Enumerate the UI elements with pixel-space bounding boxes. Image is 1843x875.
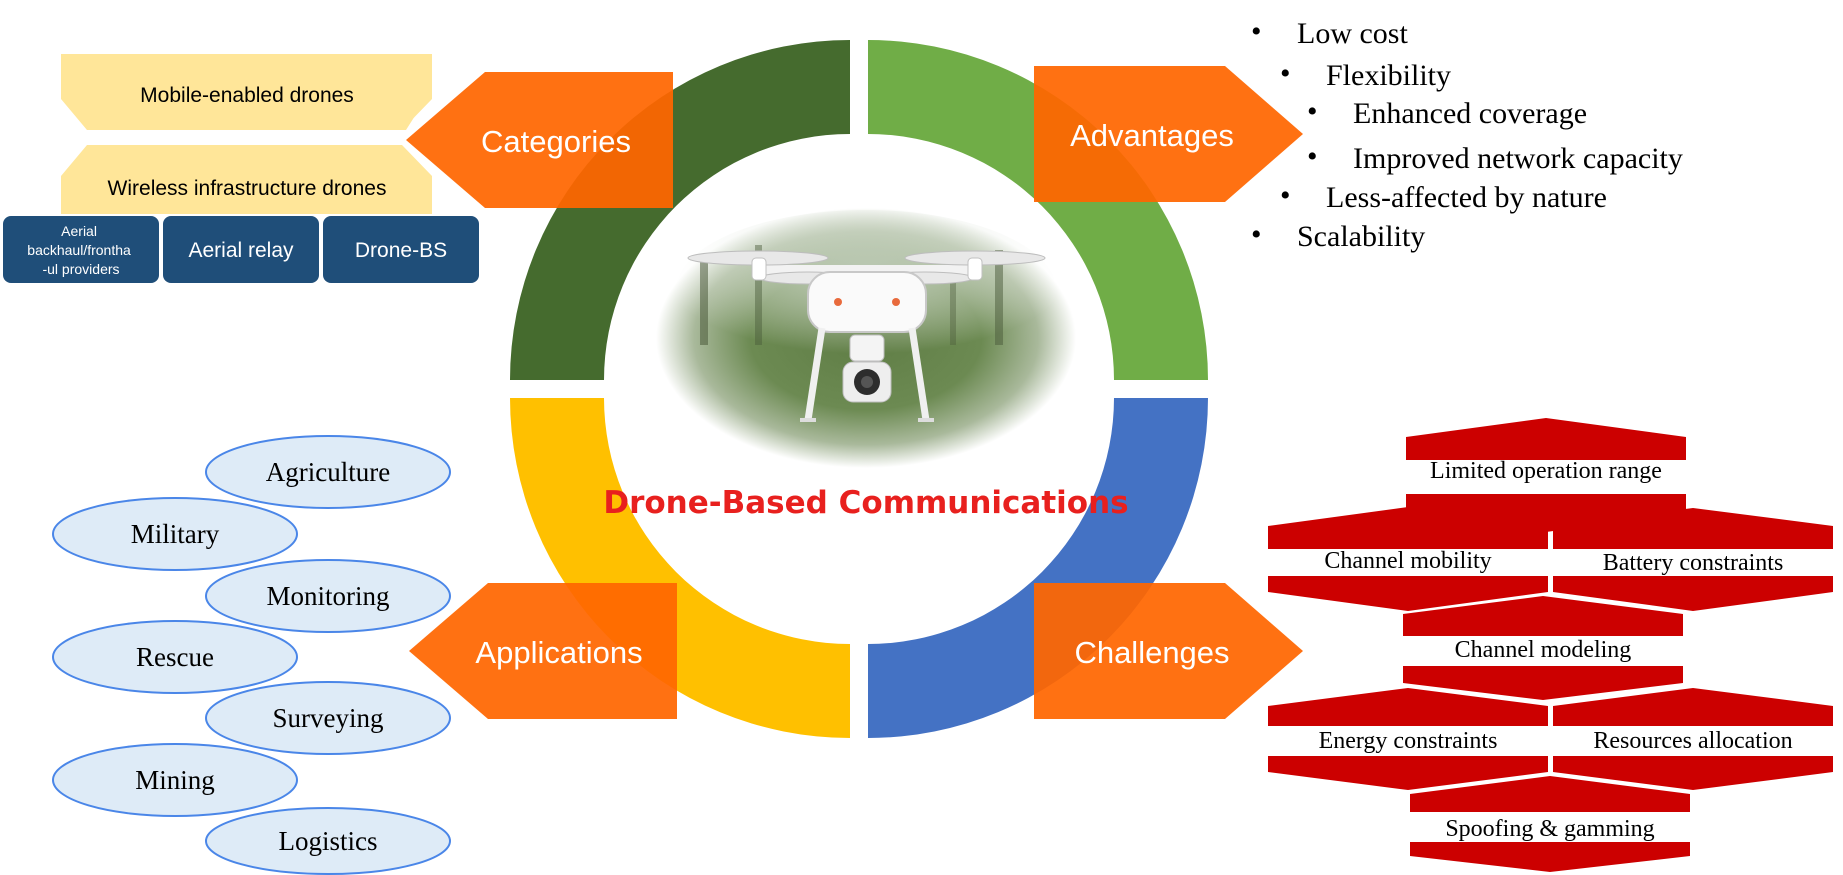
- categories-label: Categories: [481, 124, 631, 159]
- category-aerial-relay: Aerial relay: [188, 239, 294, 262]
- application-ellipse: [205, 559, 451, 633]
- advantages-label: Advantages: [1070, 118, 1234, 153]
- challenge-item: Battery constraints: [1603, 550, 1784, 576]
- center-title: Drone-Based Communications: [603, 485, 1128, 521]
- application-item: Monitoring: [266, 581, 389, 611]
- challenge-ribbon: Channel modeling: [1403, 596, 1683, 700]
- challenge-item: Channel modeling: [1455, 637, 1632, 663]
- application-item: Rescue: [136, 642, 214, 672]
- advantage-item: Improved network capacity: [1353, 142, 1683, 175]
- categories-block: Mobile-enabled drones Wireless infrastru…: [3, 54, 479, 283]
- application-ellipse: [52, 620, 298, 694]
- challenge-ribbon: Channel mobility: [1268, 507, 1548, 611]
- challenges-arrow: Challenges: [1034, 583, 1303, 719]
- advantage-bullet: •: [1307, 95, 1318, 128]
- advantage-bullet: •: [1307, 140, 1318, 173]
- categories-arrow: Categories: [406, 72, 673, 208]
- challenge-ribbon: Energy constraints: [1268, 688, 1548, 790]
- category-wireless-infrastructure: Wireless infrastructure drones: [108, 177, 387, 200]
- application-ellipse: [205, 435, 451, 509]
- category-aerial-backhaul: Aerial backhaul/frontha -ul providers: [27, 223, 134, 277]
- advantage-item: Flexibility: [1326, 59, 1451, 92]
- application-item: Logistics: [279, 826, 378, 856]
- category-mobile-enabled: Mobile-enabled drones: [140, 84, 354, 107]
- ring-quadrant-advantages: [868, 40, 1208, 380]
- category-aerial-backhaul-box: [3, 216, 159, 283]
- ring-quadrant-categories: [510, 40, 850, 380]
- applications-label: Applications: [475, 635, 642, 670]
- ring-quadrant-challenges: [868, 398, 1208, 738]
- applications-arrow: Applications: [409, 583, 677, 719]
- advantage-item: Enhanced coverage: [1353, 97, 1587, 130]
- advantage-bullet: •: [1251, 15, 1262, 48]
- advantage-bullet: •: [1280, 179, 1291, 212]
- application-ellipse: [205, 681, 451, 755]
- challenge-item: Energy constraints: [1319, 728, 1498, 754]
- application-ellipse: [52, 497, 298, 571]
- application-ellipse: [52, 743, 298, 817]
- challenge-item: Resources allocation: [1593, 728, 1792, 754]
- advantage-item: Less-affected by nature: [1326, 181, 1607, 214]
- category-drone-bs: Drone-BS: [355, 239, 447, 262]
- advantage-item: Low cost: [1297, 17, 1408, 50]
- drone-icon: [687, 250, 1046, 422]
- advantage-item: Scalability: [1297, 220, 1425, 253]
- challenge-item: Spoofing & gamming: [1445, 816, 1654, 842]
- application-item: Military: [131, 519, 220, 549]
- application-item: Surveying: [273, 703, 384, 733]
- application-ellipse: [205, 807, 451, 875]
- challenges-list: Limited operation range Channel mobility…: [1268, 418, 1833, 872]
- ring-quadrant-applications: [510, 398, 850, 738]
- applications-list: Agriculture Military Monitoring Rescue S…: [52, 435, 451, 875]
- center-ring: [510, 40, 1208, 738]
- drone-photo: [656, 208, 1076, 468]
- application-item: Agriculture: [266, 457, 390, 487]
- challenges-label: Challenges: [1074, 635, 1229, 670]
- advantage-bullet: •: [1280, 57, 1291, 90]
- application-item: Mining: [135, 765, 215, 795]
- advantages-arrow: Advantages: [1034, 66, 1303, 202]
- challenge-ribbon: Resources allocation: [1553, 688, 1833, 790]
- challenge-ribbon: Spoofing & gamming: [1410, 776, 1690, 872]
- challenge-ribbon: Battery constraints: [1553, 508, 1833, 611]
- challenge-item: Channel mobility: [1324, 548, 1491, 574]
- challenge-item: Limited operation range: [1430, 458, 1662, 484]
- advantages-list: • Low cost • Flexibility • Enhanced cove…: [1251, 15, 1683, 253]
- category-drone-bs-box: [323, 216, 479, 283]
- advantage-bullet: •: [1251, 218, 1262, 251]
- category-aerial-relay-box: [163, 216, 319, 283]
